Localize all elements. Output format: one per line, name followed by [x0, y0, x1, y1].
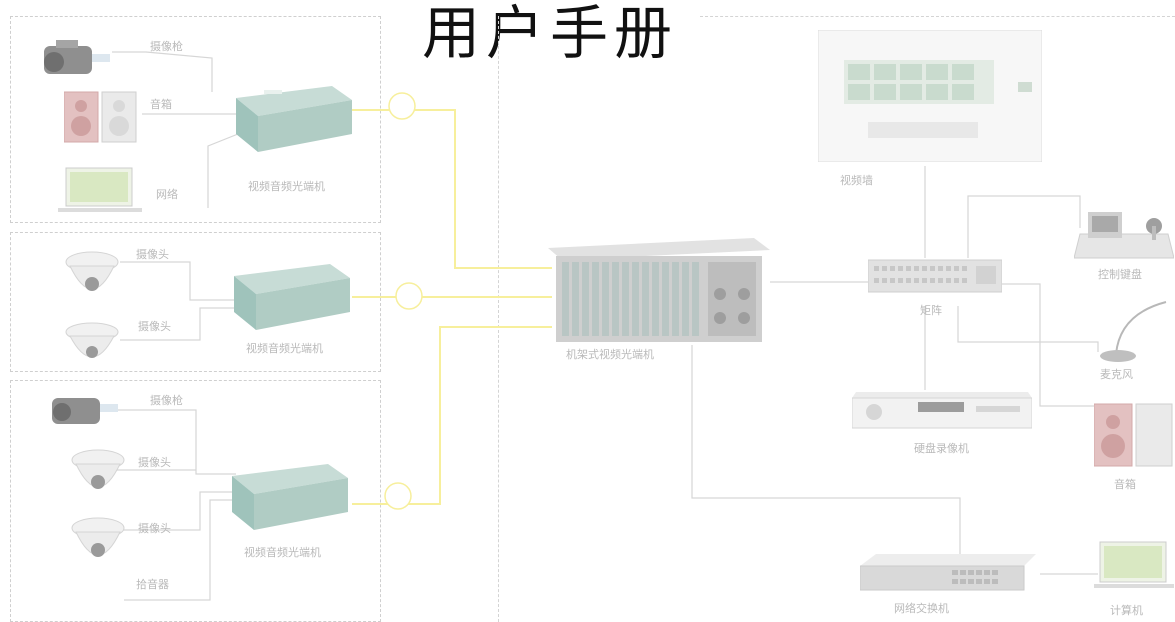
label-transceiver-3: 视频音频光端机: [244, 546, 321, 559]
label-camera-head-1: 摄像头: [136, 248, 169, 261]
microphone-icon: [1100, 301, 1167, 362]
label-camera-gun-1: 摄像枪: [150, 40, 183, 53]
label-network: 网络: [156, 188, 178, 201]
laptop-icon: [58, 167, 142, 212]
label-camera-head-3: 摄像头: [138, 456, 171, 469]
label-camera-head-4: 摄像头: [138, 522, 171, 535]
label-network-switch: 网络交换机: [894, 602, 949, 615]
optical-transceiver-icon: [234, 264, 350, 330]
label-transceiver-2: 视频音频光端机: [246, 342, 323, 355]
label-video-wall: 视频墙: [840, 174, 873, 187]
rack-optical-transceiver-icon: [548, 238, 770, 342]
fiber-coil-1: [388, 92, 416, 120]
page-title: 用户手册: [421, 0, 678, 67]
label-computer: 计算机: [1110, 604, 1143, 617]
matrix-icon: [868, 259, 1002, 293]
fiber-coil-3: [384, 482, 412, 510]
label-transceiver-1: 视频音频光端机: [248, 180, 325, 193]
label-microphone: 麦克风: [1100, 368, 1133, 381]
laptop-icon: [1094, 541, 1174, 588]
fiber-line-3: [352, 326, 552, 505]
label-dvr: 硬盘录像机: [914, 442, 969, 455]
speaker-icon: [64, 91, 137, 143]
dome-camera-icon: [71, 517, 125, 557]
fiber-coil-2: [395, 282, 423, 310]
label-speaker-2: 音箱: [1114, 478, 1136, 491]
group-panel-2: [10, 232, 381, 372]
group-panel-1: [10, 16, 381, 223]
video-wall-icon: [818, 30, 1042, 162]
dvr-icon: [852, 392, 1032, 429]
label-speaker-1: 音箱: [150, 98, 172, 111]
speaker-icon: [1094, 403, 1173, 467]
label-camera-gun-2: 摄像枪: [150, 394, 183, 407]
label-pickup: 拾音器: [136, 578, 169, 591]
camera-gun-icon: [52, 398, 118, 424]
center-divider: [498, 16, 499, 622]
network-switch-icon: [860, 554, 1036, 591]
dome-camera-icon: [65, 322, 119, 358]
optical-transceiver-icon: [236, 86, 352, 152]
label-control-keyboard: 控制键盘: [1098, 268, 1142, 281]
control-keyboard-icon: [1074, 212, 1174, 259]
label-camera-head-2: 摄像头: [138, 320, 171, 333]
label-rack-transceiver: 机架式视频光端机: [566, 348, 654, 361]
camera-gun-icon: [44, 40, 110, 74]
optical-transceiver-icon: [232, 464, 348, 530]
dome-camera-icon: [65, 251, 119, 291]
dome-camera-icon: [71, 449, 125, 489]
fiber-line-1: [352, 109, 552, 269]
label-matrix: 矩阵: [920, 304, 942, 317]
top-divider: [700, 16, 1175, 17]
